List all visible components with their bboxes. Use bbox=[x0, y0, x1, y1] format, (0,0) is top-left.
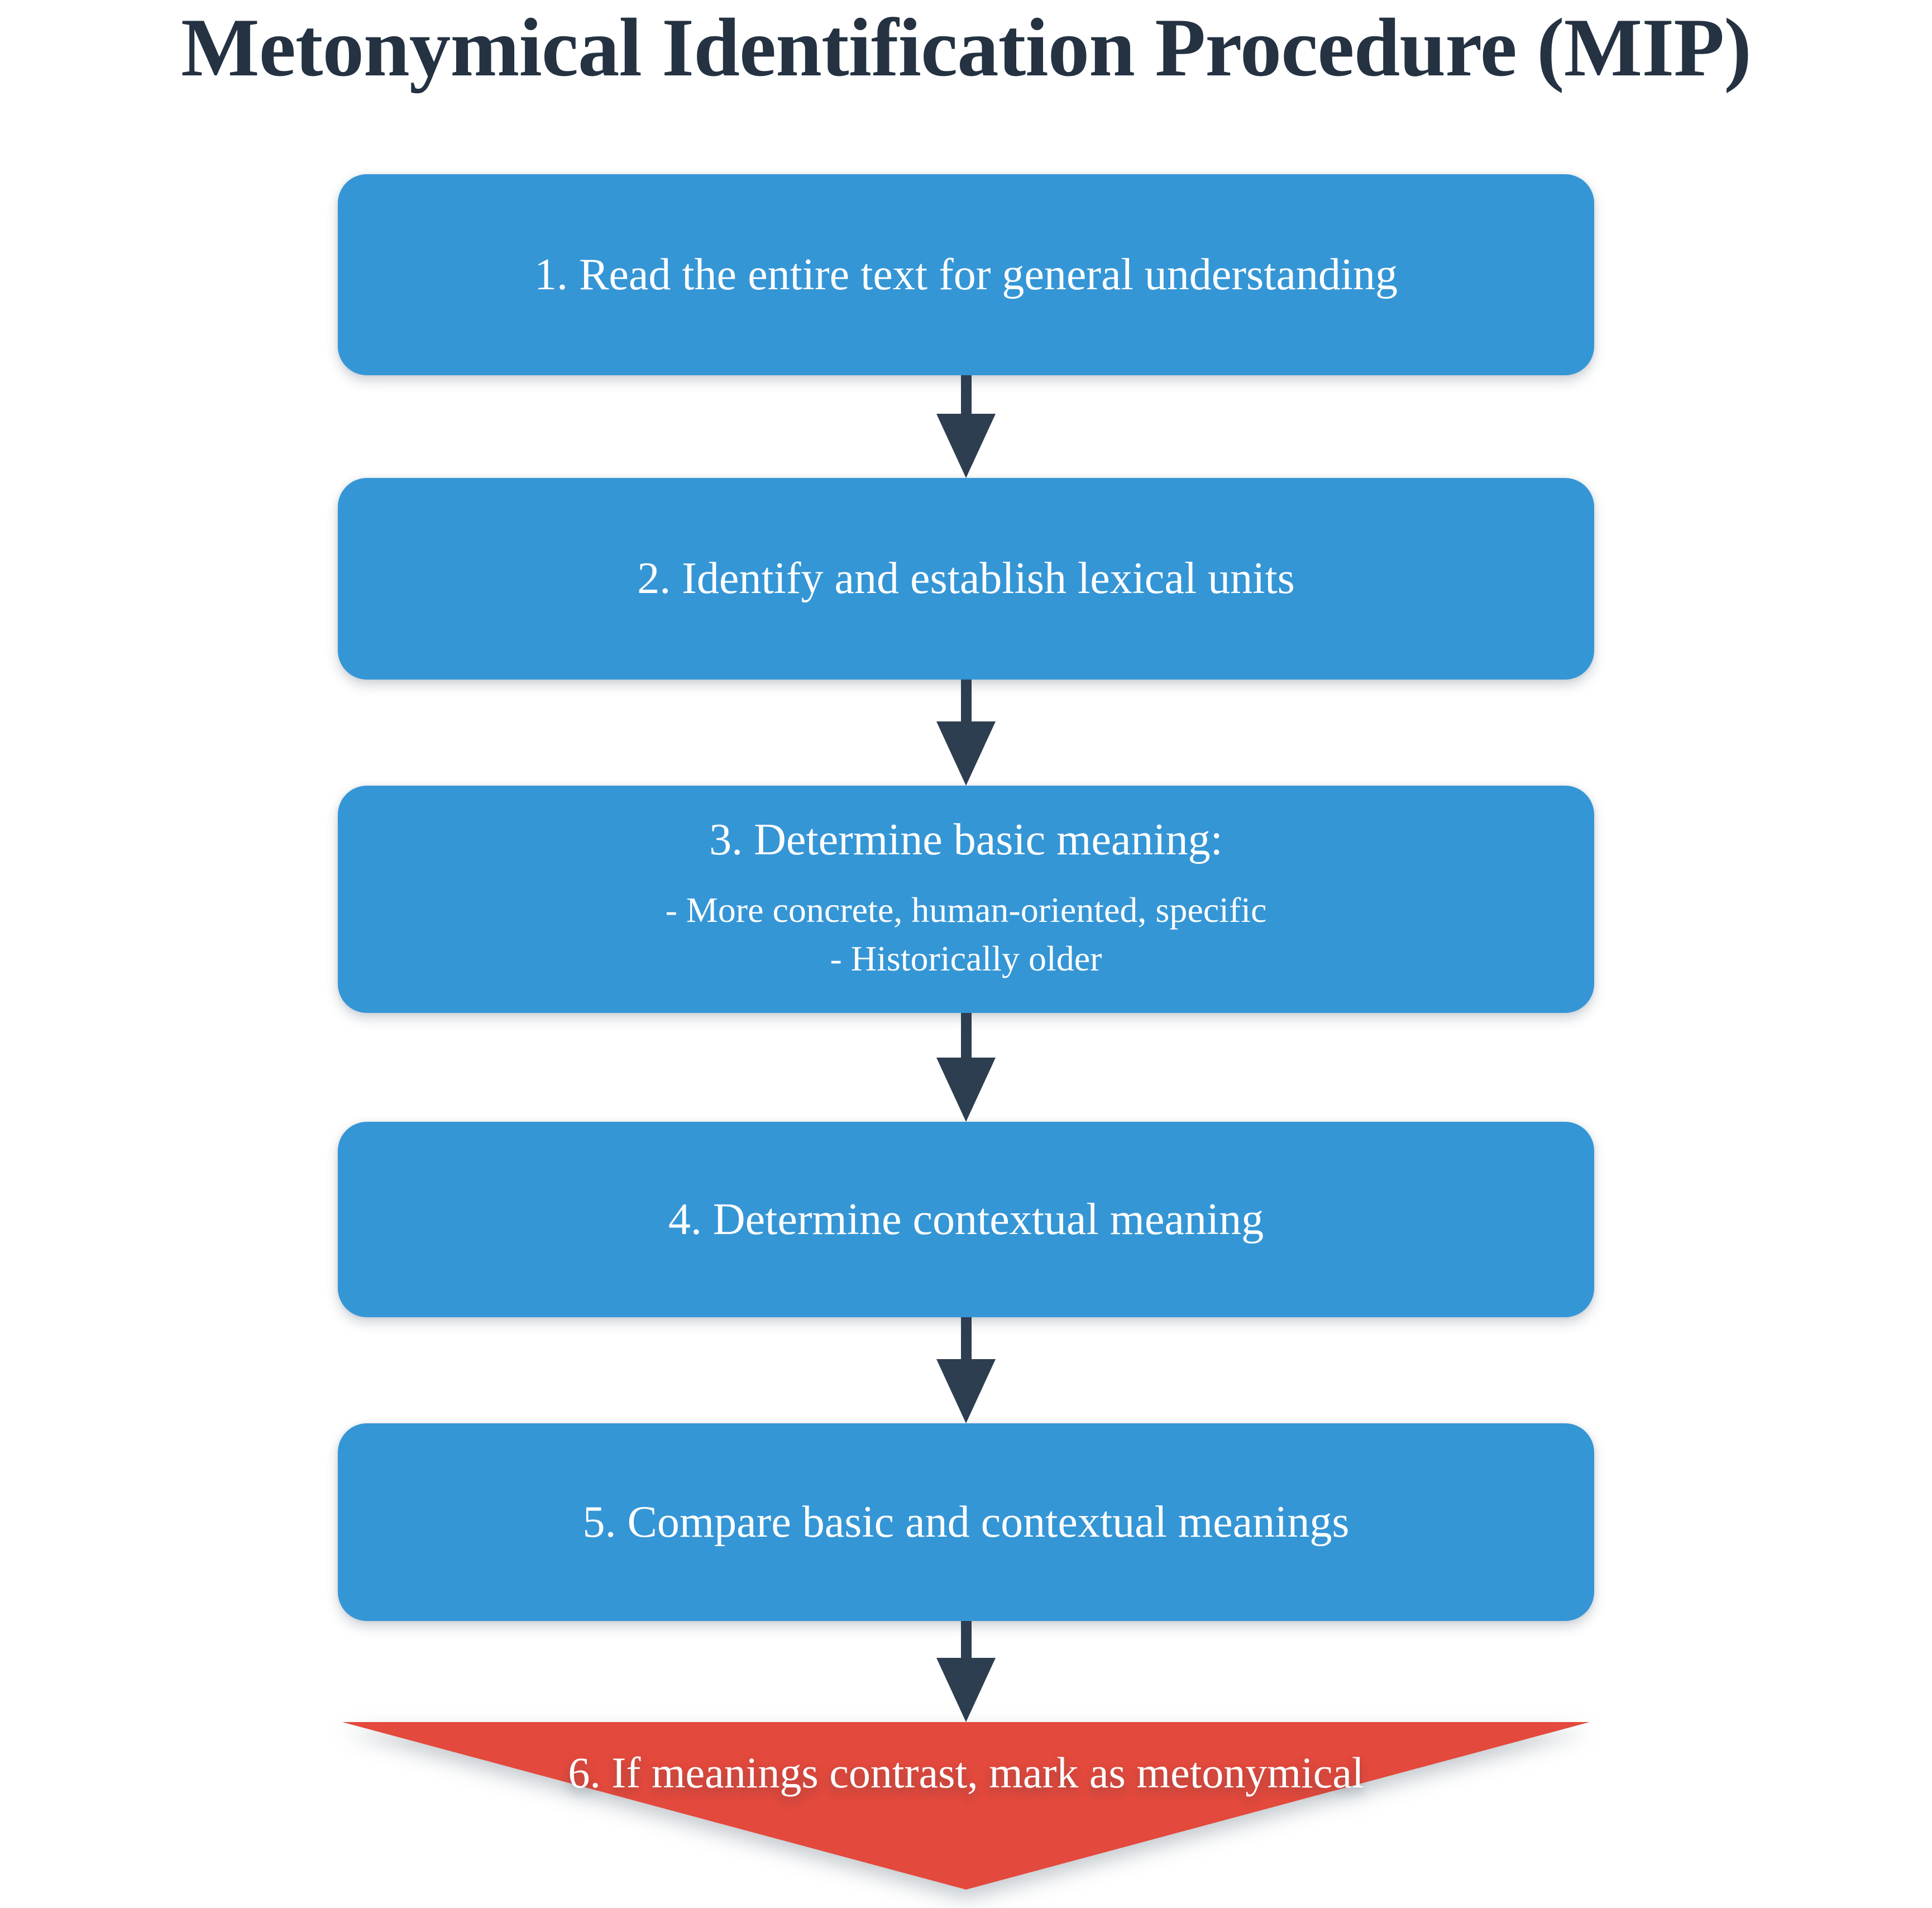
arrow-down-icon bbox=[936, 679, 996, 786]
arrow-down-icon bbox=[936, 1012, 996, 1122]
arrow-head bbox=[936, 1359, 996, 1423]
step-subline: - Historically older bbox=[830, 939, 1102, 979]
step-box-1: 1. Read the entire text for general unde… bbox=[338, 174, 1594, 375]
diagram-title: Metonymical Identification Procedure (MI… bbox=[181, 2, 1752, 94]
final-triangle-icon bbox=[342, 1721, 1590, 1890]
step-box-3: 3. Determine basic meaning: - More concr… bbox=[338, 785, 1594, 1013]
step-label: 5. Compare basic and contextual meanings bbox=[582, 1497, 1350, 1547]
step-label: 2. Identify and establish lexical units bbox=[637, 554, 1295, 604]
step-box-2: 2. Identify and establish lexical units bbox=[338, 477, 1594, 680]
arrow-head bbox=[936, 1057, 996, 1122]
arrow-head bbox=[936, 1657, 996, 1722]
arrow-down-icon bbox=[936, 1317, 996, 1423]
arrow-stem bbox=[960, 1317, 972, 1359]
step-label: 1. Read the entire text for general unde… bbox=[534, 250, 1398, 299]
final-step: 6. If meanings contrast, mark as metonym… bbox=[342, 1721, 1590, 1890]
arrow-stem bbox=[960, 1012, 972, 1058]
step-label: 3. Determine basic meaning: bbox=[709, 815, 1223, 865]
arrow-down-icon bbox=[936, 375, 996, 478]
arrow-stem bbox=[960, 1620, 972, 1658]
arrow-stem bbox=[960, 375, 972, 414]
arrow-down-icon bbox=[936, 1620, 996, 1722]
arrow-head bbox=[936, 721, 996, 786]
step-box-4: 4. Determine contextual meaning bbox=[338, 1121, 1594, 1317]
arrow-stem bbox=[960, 679, 972, 721]
flowchart: 1. Read the entire text for general unde… bbox=[338, 174, 1594, 1890]
step-subline: - More concrete, human-oriented, specifi… bbox=[665, 890, 1267, 930]
step-box-5: 5. Compare basic and contextual meanings bbox=[338, 1423, 1594, 1621]
step-label: 4. Determine contextual meaning bbox=[668, 1194, 1264, 1244]
arrow-head bbox=[936, 413, 996, 478]
final-step-label: 6. If meanings contrast, mark as metonym… bbox=[568, 1748, 1364, 1797]
